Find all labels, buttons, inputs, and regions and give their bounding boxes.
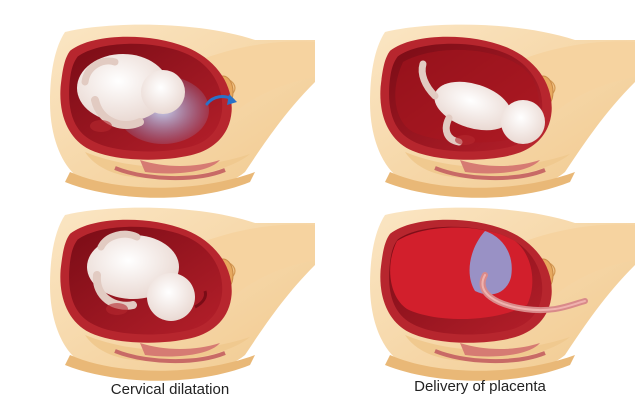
panel-bottom-right: [370, 208, 635, 381]
panel-bottom-left: [50, 208, 315, 381]
panel-top-left: [50, 25, 315, 198]
caption-cervical-dilatation: Cervical dilatation: [40, 381, 300, 399]
panel-top-right: [370, 25, 635, 198]
caption-delivery-of-placenta: Delivery of placenta: [360, 378, 600, 396]
